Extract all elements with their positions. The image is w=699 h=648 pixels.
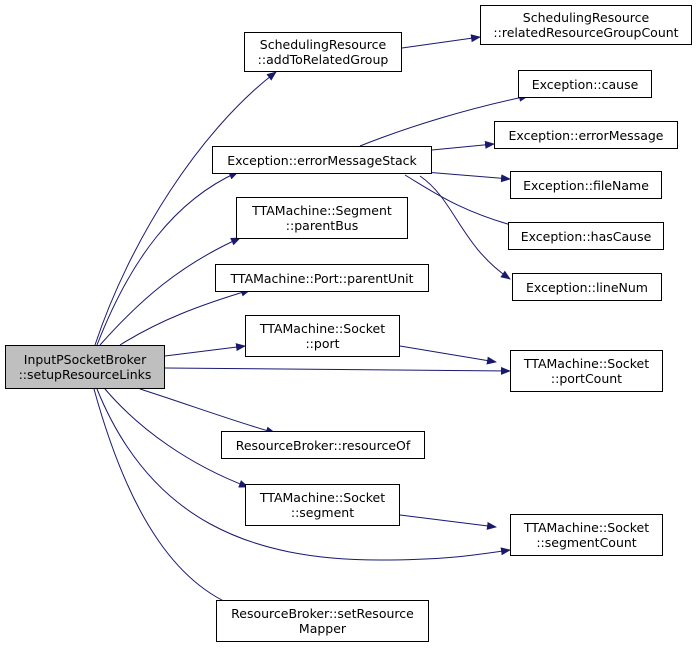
node-exception-has-cause[interactable]: Exception::hasCause (508, 222, 664, 250)
node-port-parent-unit[interactable]: TTAMachine::Port::parentUnit (215, 264, 429, 292)
edge-exc-stack-to-hascause (404, 174, 523, 230)
node-label-line1: TTAMachine::Socket (259, 321, 386, 336)
node-label-line2: ::parentBus (285, 218, 359, 233)
node-socket-port-count[interactable]: TTAMachine::Socket ::portCount (510, 350, 663, 392)
node-exception-error-message[interactable]: Exception::errorMessage (494, 121, 678, 149)
node-socket-segment[interactable]: TTAMachine::Socket ::segment (245, 484, 400, 526)
node-label-line1: SchedulingResource (522, 10, 650, 25)
node-label-line2: ::segmentCount (536, 535, 637, 550)
node-label-line1: SchedulingResource (259, 37, 387, 52)
edge-root-to-sock-port (164, 343, 246, 357)
node-label-line2: ::setupResourceLinks (18, 367, 152, 382)
edge-exc-stack-to-cause (359, 93, 529, 147)
edge-sock-port-to-portcount (399, 345, 497, 365)
node-label-line1: InputPSocketBroker (23, 352, 147, 367)
node-label-line1: ResourceBroker::setResource (231, 606, 414, 621)
node-label-line1: Exception::errorMessageStack (227, 152, 417, 168)
node-label-line1: Exception::fileName (523, 177, 649, 193)
node-socket-port[interactable]: TTAMachine::Socket ::port (245, 315, 400, 357)
node-label-line1: TTAMachine::Segment (252, 203, 392, 218)
node-socket-segment-count[interactable]: TTAMachine::Socket ::segmentCount (510, 514, 663, 556)
edge-sock-seg-to-segcount (399, 514, 497, 530)
node-root-setup-resource-links[interactable]: InputPSocketBroker ::setupResourceLinks (5, 345, 165, 389)
edge-sched-add-to-sched-count (401, 34, 481, 49)
edge-exc-stack-to-msg (431, 140, 495, 151)
node-label-line2: Mapper (298, 621, 347, 636)
node-resource-broker-resource-of[interactable]: ResourceBroker::resourceOf (221, 431, 425, 459)
node-label-line1: Exception::hasCause (520, 228, 652, 244)
node-label-line1: Exception::errorMessage (508, 127, 664, 143)
edge-root-to-port-unit (119, 288, 251, 346)
node-resource-broker-set-resource-mapper[interactable]: ResourceBroker::setResource Mapper (216, 600, 429, 642)
node-exception-error-message-stack[interactable]: Exception::errorMessageStack (212, 146, 432, 174)
node-label-line1: TTAMachine::Socket (523, 520, 650, 535)
edge-root-to-sched-add (94, 71, 277, 346)
node-label-line1: TTAMachine::Socket (523, 356, 650, 371)
node-label-line1: TTAMachine::Socket (259, 490, 386, 505)
node-label-line2: ::segment (290, 505, 355, 520)
node-label-line1: TTAMachine::Port::parentUnit (230, 270, 414, 286)
edge-root-to-segcount (96, 388, 511, 561)
node-label-line2: ::relatedResourceGroupCount (493, 25, 679, 40)
edge-root-to-exc-stack (96, 171, 239, 346)
node-exception-cause[interactable]: Exception::cause (518, 70, 652, 98)
node-label-line1: ResourceBroker::resourceOf (235, 437, 411, 453)
node-exception-file-name[interactable]: Exception::fileName (510, 171, 662, 199)
node-label-line1: Exception::lineNum (526, 279, 648, 295)
node-exception-line-num[interactable]: Exception::lineNum (512, 273, 662, 301)
node-label-line2: ::portCount (550, 371, 623, 386)
node-sched-related-group-count[interactable]: SchedulingResource ::relatedResourceGrou… (480, 5, 692, 45)
node-sched-add-to-related-group[interactable]: SchedulingResource ::addToRelatedGroup (244, 32, 402, 72)
edge-root-to-sock-seg (104, 388, 249, 488)
node-segment-parent-bus[interactable]: TTAMachine::Segment ::parentBus (236, 197, 408, 239)
node-label-line1: Exception::cause (531, 76, 639, 92)
edge-root-to-rb-setmap (93, 388, 247, 612)
edge-root-to-portcount (164, 366, 511, 375)
edge-root-to-seg-bus (99, 237, 241, 346)
node-label-line2: ::addToRelatedGroup (257, 52, 389, 67)
node-label-line2: ::port (305, 336, 340, 351)
edge-exc-stack-to-line (419, 175, 511, 280)
edge-root-to-rb-resof (139, 388, 276, 435)
